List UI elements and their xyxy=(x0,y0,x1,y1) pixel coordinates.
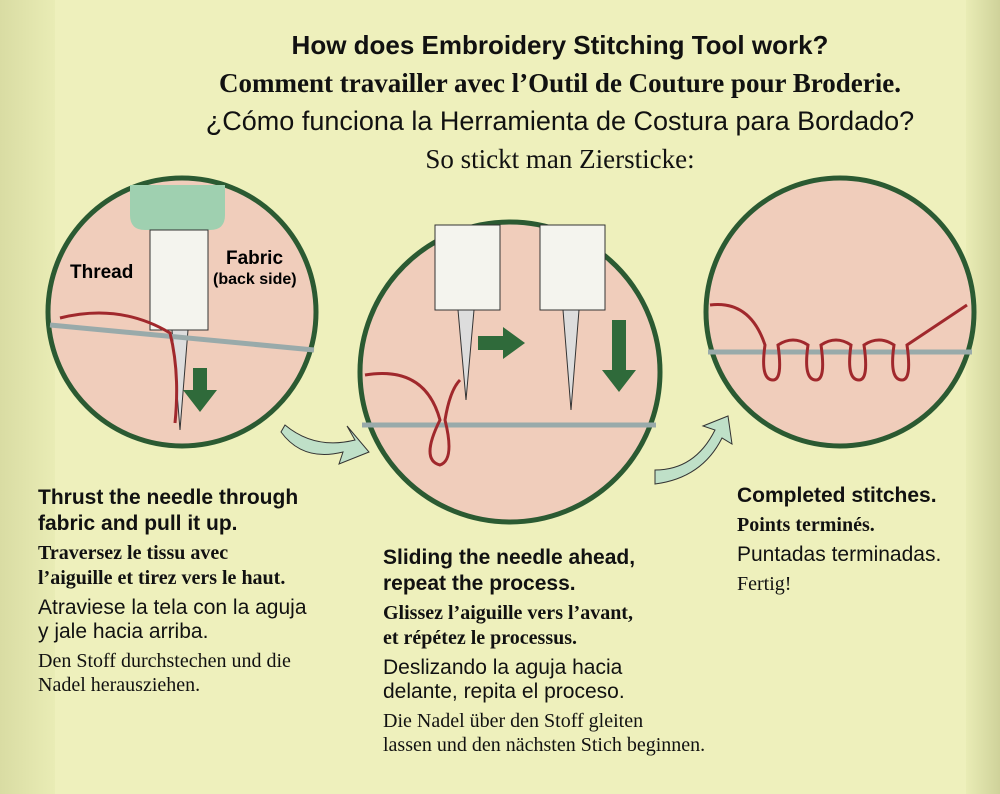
step2-de-1: Die Nadel über den Stoff gleiten xyxy=(383,710,644,732)
step3-de: Fertig! xyxy=(737,573,792,595)
step2-de-2: lassen und den nächsten Stich beginnen. xyxy=(383,734,706,756)
step1-en-2: fabric and pull it up. xyxy=(38,512,238,535)
step3-es: Puntadas terminadas. xyxy=(737,543,942,566)
step2-illustration xyxy=(357,219,663,525)
step1-de-1: Den Stoff durchstechen und die xyxy=(38,650,291,672)
step1-es-2: y jale hacia arriba. xyxy=(38,620,209,643)
step3-illustration xyxy=(703,175,977,449)
title-es: ¿Cómo funciona la Herramienta de Costura… xyxy=(205,106,915,136)
curved-arrow-icon xyxy=(280,424,370,465)
step2-es-1: Deslizando la aguja hacia xyxy=(383,656,623,679)
step3-en: Completed stitches. xyxy=(737,484,937,507)
step1-de-2: Nadel herausziehen. xyxy=(38,674,201,696)
step2-fr-2: et répétez le processus. xyxy=(383,627,578,649)
curved-arrow-icon xyxy=(654,415,733,485)
step3-text: Completed stitches. Points terminés. Pun… xyxy=(737,483,941,596)
step1-fr-2: l’aiguille et tirez vers le haut. xyxy=(38,567,286,589)
label-fabric: Fabric xyxy=(226,248,283,269)
label-back-side: (back side) xyxy=(213,271,297,288)
title-de: So stickt man Ziersticke: xyxy=(425,144,695,174)
step2-fr-1: Glissez l’aiguille vers l’avant, xyxy=(383,602,633,624)
step2-en-2: repeat the process. xyxy=(383,572,576,595)
step1-fr-1: Traversez le tissu avec xyxy=(38,542,229,564)
step1-en-1: Thrust the needle through xyxy=(38,486,299,509)
title-fr: Comment travailler avec l’Outil de Coutu… xyxy=(219,68,901,98)
step2-en-1: Sliding the needle ahead, xyxy=(383,546,636,569)
label-thread: Thread xyxy=(70,262,133,283)
title-en: How does Embroidery Stitching Tool work? xyxy=(291,30,829,60)
step1-text: Thrust the needle through fabric and pul… xyxy=(38,485,307,697)
step2-es-2: delante, repita el proceso. xyxy=(383,680,625,703)
step1-illustration xyxy=(45,175,319,449)
step3-fr: Points terminés. xyxy=(737,514,875,536)
package-fold-left xyxy=(0,0,55,794)
step2-text: Sliding the needle ahead, repeat the pro… xyxy=(383,545,705,757)
step1-es-1: Atraviese la tela con la aguja xyxy=(38,596,307,619)
package-fold-right xyxy=(966,0,1000,794)
